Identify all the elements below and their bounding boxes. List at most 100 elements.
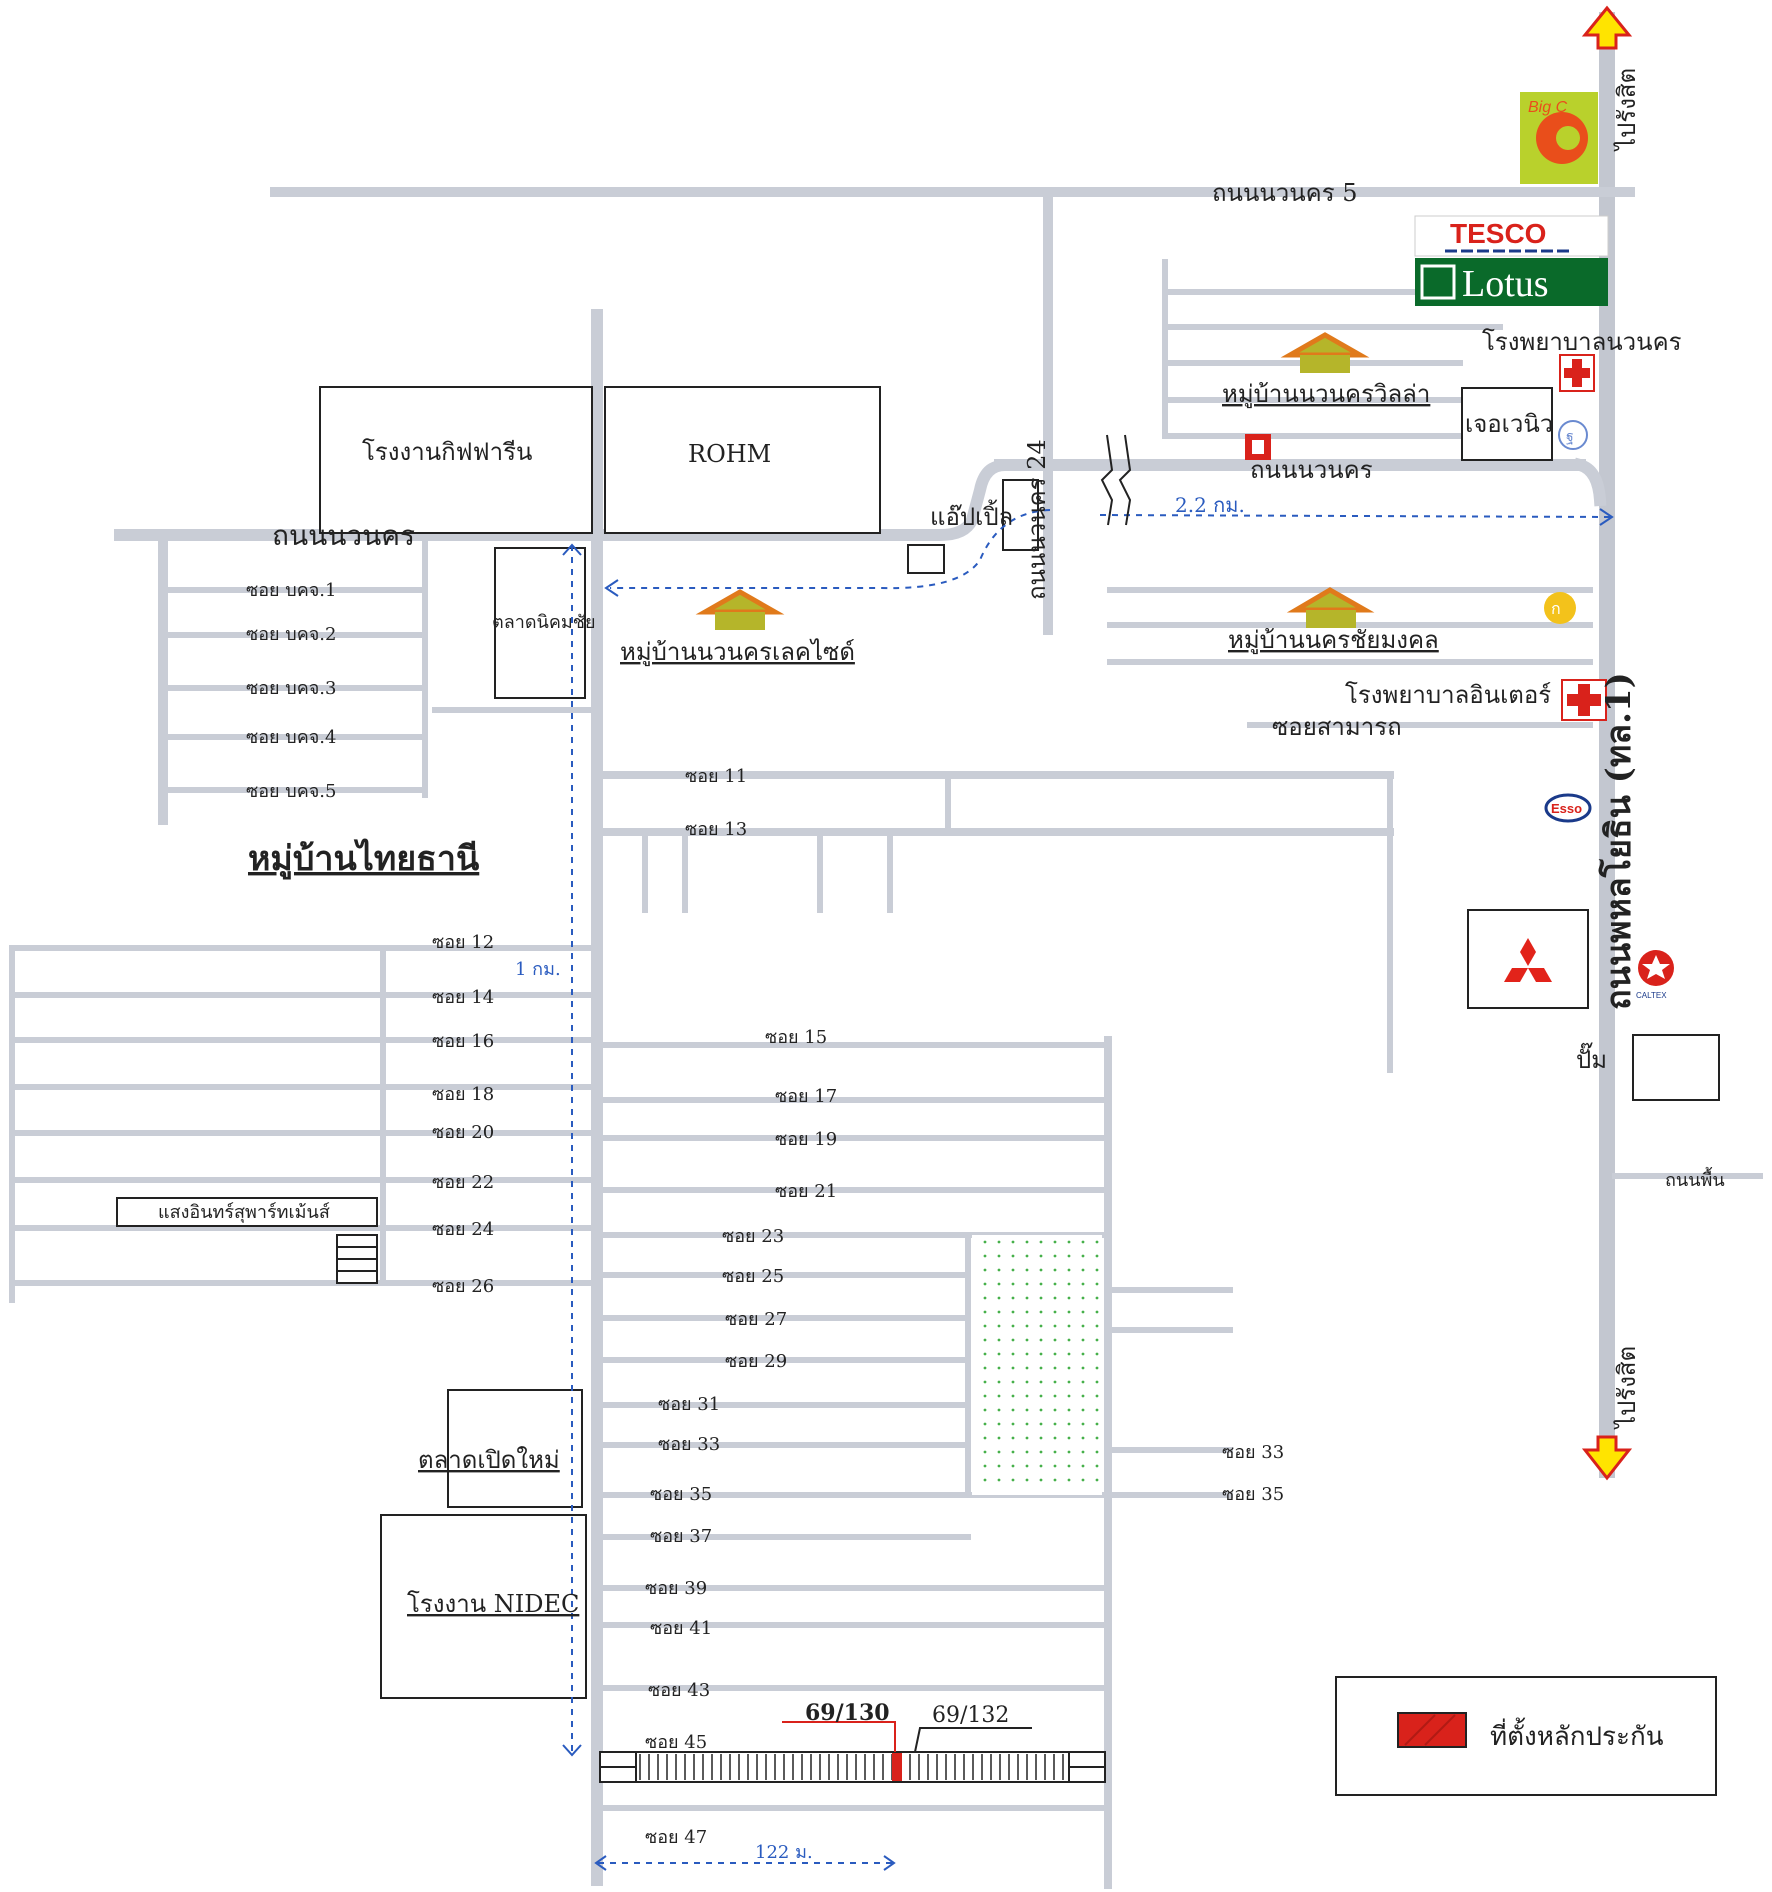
green-dot (1039, 1268, 1043, 1272)
green-dot (997, 1268, 1001, 1272)
green-dot (1025, 1282, 1029, 1286)
far-right-soi33-label: ซอย 33 (1222, 1442, 1284, 1463)
soi-odd-label: ซอย 23 (722, 1226, 784, 1247)
soi-even-label: ซอย 12 (432, 932, 494, 953)
green-dot (1053, 1324, 1057, 1328)
house-icon-3 (695, 589, 785, 630)
green-dot (1067, 1324, 1071, 1328)
green-area (972, 1235, 1102, 1495)
nidec-factory-box (380, 1514, 587, 1699)
green-dot (1081, 1282, 1085, 1286)
lake-side-label: หมู่บ้านนวนครเลคไซด์ (620, 638, 855, 667)
green-dot (1011, 1352, 1015, 1356)
green-dot (1095, 1408, 1099, 1412)
rohm-factory (604, 386, 881, 534)
new-market-box (447, 1389, 583, 1508)
green-dot (1011, 1394, 1015, 1398)
distance-line-west (610, 509, 1051, 590)
green-dot (997, 1436, 1001, 1440)
nakhon-market-box (494, 547, 586, 699)
green-dot (1025, 1310, 1029, 1314)
tesco-lotus-logo: TESCO Lotus (1414, 215, 1609, 306)
green-dot (1081, 1408, 1085, 1412)
green-dot (1067, 1338, 1071, 1342)
legend-hatch-2 (1424, 1714, 1456, 1746)
jay-avenue-box (1461, 387, 1553, 461)
esso-logo: Esso (1544, 793, 1592, 823)
soi-odd-label: ซอย 25 (722, 1266, 784, 1287)
green-dot (983, 1310, 987, 1314)
green-dot (1067, 1450, 1071, 1454)
soi-odd-label: ซอย 29 (725, 1351, 787, 1372)
soi-odd-label: ซอย 35 (650, 1484, 712, 1505)
green-dot (1081, 1436, 1085, 1440)
road-break-symbol-2 (1118, 434, 1132, 526)
soi-odd-label: ซอย 33 (658, 1434, 720, 1455)
navanakorn-label: ถนนนวนคร (1250, 456, 1373, 484)
green-dot (1081, 1394, 1085, 1398)
target-plot-callout (782, 1721, 896, 1752)
navanakorn24-label: ถนนนวนคร 24 (1023, 439, 1051, 600)
green-dot (1095, 1296, 1099, 1300)
green-dot (1053, 1478, 1057, 1482)
neighbor-plot-callout (914, 1727, 1032, 1753)
green-dot (1095, 1366, 1099, 1370)
green-dot (1039, 1296, 1043, 1300)
green-dot (1095, 1240, 1099, 1244)
gas-right-label: ปั๊ม (1576, 1042, 1607, 1074)
green-dot (997, 1240, 1001, 1244)
green-dot (1025, 1240, 1029, 1244)
house-icon-2 (1286, 587, 1375, 628)
small-building (907, 544, 945, 574)
green-dot (983, 1240, 987, 1244)
up-arrow-icon (1581, 5, 1633, 50)
green-dot (983, 1282, 987, 1286)
green-dot (983, 1436, 987, 1440)
green-dot (1025, 1296, 1029, 1300)
caltex-logo: CALTEX (1636, 950, 1674, 1000)
green-dot (983, 1338, 987, 1342)
soi-odd-label: ซอย 27 (725, 1309, 787, 1330)
soi-odd-label: ซอย 41 (650, 1618, 712, 1639)
road-network (9, 12, 1763, 1889)
green-dot (1039, 1450, 1043, 1454)
soi-even-label: ซอย 20 (432, 1122, 494, 1143)
green-dot (1095, 1254, 1099, 1258)
giffarine-factory (319, 386, 593, 534)
vertical-arrow-top (562, 543, 582, 556)
green-dot (1081, 1366, 1085, 1370)
legend-hatch-1 (1404, 1714, 1436, 1746)
green-dot (1067, 1422, 1071, 1426)
vertical-arrow-bottom (562, 1744, 582, 1757)
green-dot (983, 1366, 987, 1370)
green-dot (1053, 1450, 1057, 1454)
green-dot (1081, 1240, 1085, 1244)
green-dot (1011, 1366, 1015, 1370)
green-dot (983, 1408, 987, 1412)
green-dot (1067, 1366, 1071, 1370)
green-dot (1095, 1324, 1099, 1328)
navanakorn-hospital-label: โรงพยาบาลนวนคร (1482, 328, 1682, 356)
new-market-label: ตลาดเปิดใหม่ (418, 1446, 560, 1474)
to-rangsit-north: ไปรังสิต (1613, 68, 1641, 152)
bank-logo: ฐ (1558, 420, 1588, 450)
green-dot (1081, 1338, 1085, 1342)
soi-odd-label: ซอย 47 (645, 1827, 707, 1848)
green-dot (1039, 1380, 1043, 1384)
bigc-logo: Big C (1520, 92, 1598, 184)
green-dot (1039, 1478, 1043, 1482)
target-plot-label: 69/130 (805, 1700, 890, 1726)
villa-label: หมู่บ้านนวนครวิลล่า (1222, 380, 1430, 409)
green-dot (983, 1464, 987, 1468)
green-dot (1025, 1464, 1029, 1468)
green-dot (1053, 1254, 1057, 1258)
gas-station-icon (1245, 434, 1271, 460)
green-dot (997, 1464, 1001, 1468)
green-dot (1025, 1450, 1029, 1454)
soi-odd-label: ซอย 37 (650, 1526, 712, 1547)
green-dot (1053, 1240, 1057, 1244)
green-dot (1039, 1324, 1043, 1328)
rohm-label: ROHM (688, 440, 771, 468)
green-dot (1095, 1478, 1099, 1482)
